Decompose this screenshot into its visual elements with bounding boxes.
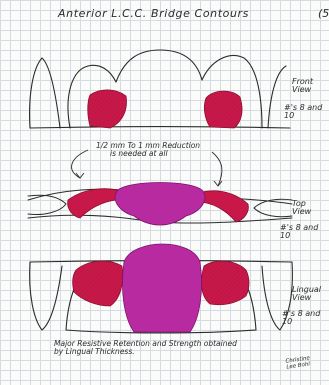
front-view-teeth: #'s 8 and 10 <box>284 104 329 121</box>
top-view-label-line2: View <box>292 208 311 216</box>
lingual-right-wing-hatch <box>202 261 249 305</box>
front-view-label: Front View <box>292 78 313 95</box>
front-pontic-outline <box>116 50 202 82</box>
lingual-left-tooth-outline <box>30 262 62 330</box>
front-view-label-line2: View <box>292 86 313 94</box>
front-view-drawing <box>30 50 290 128</box>
front-right-wing-hatch <box>204 91 242 128</box>
top-view-teeth: #'s 8 and 10 <box>280 224 329 241</box>
top-view-label: Top View <box>292 200 311 217</box>
lingual-view-teeth: #'s 8 and 10 <box>282 310 329 327</box>
reduction-arrow-left-head <box>76 173 84 178</box>
front-gum-line <box>30 127 290 129</box>
lingual-left-wing-hatch <box>73 261 123 306</box>
front-left-wing-hatch <box>88 90 127 128</box>
reduction-arrow-left <box>72 150 88 178</box>
lingual-view-label: Lingual View <box>292 286 321 303</box>
lingual-pontic <box>122 244 201 332</box>
reduction-note-line2: is needed at all <box>96 150 236 158</box>
bottom-note-line2: by Lingual Thickness. <box>54 348 294 356</box>
lingual-view-label-line2: View <box>292 294 321 302</box>
reduction-note: 1/2 mm To 1 mm Reduction is needed at al… <box>96 142 236 158</box>
front-left-tooth-outline <box>30 58 60 128</box>
bottom-note: Major Resistive Retention and Strength o… <box>54 340 294 356</box>
